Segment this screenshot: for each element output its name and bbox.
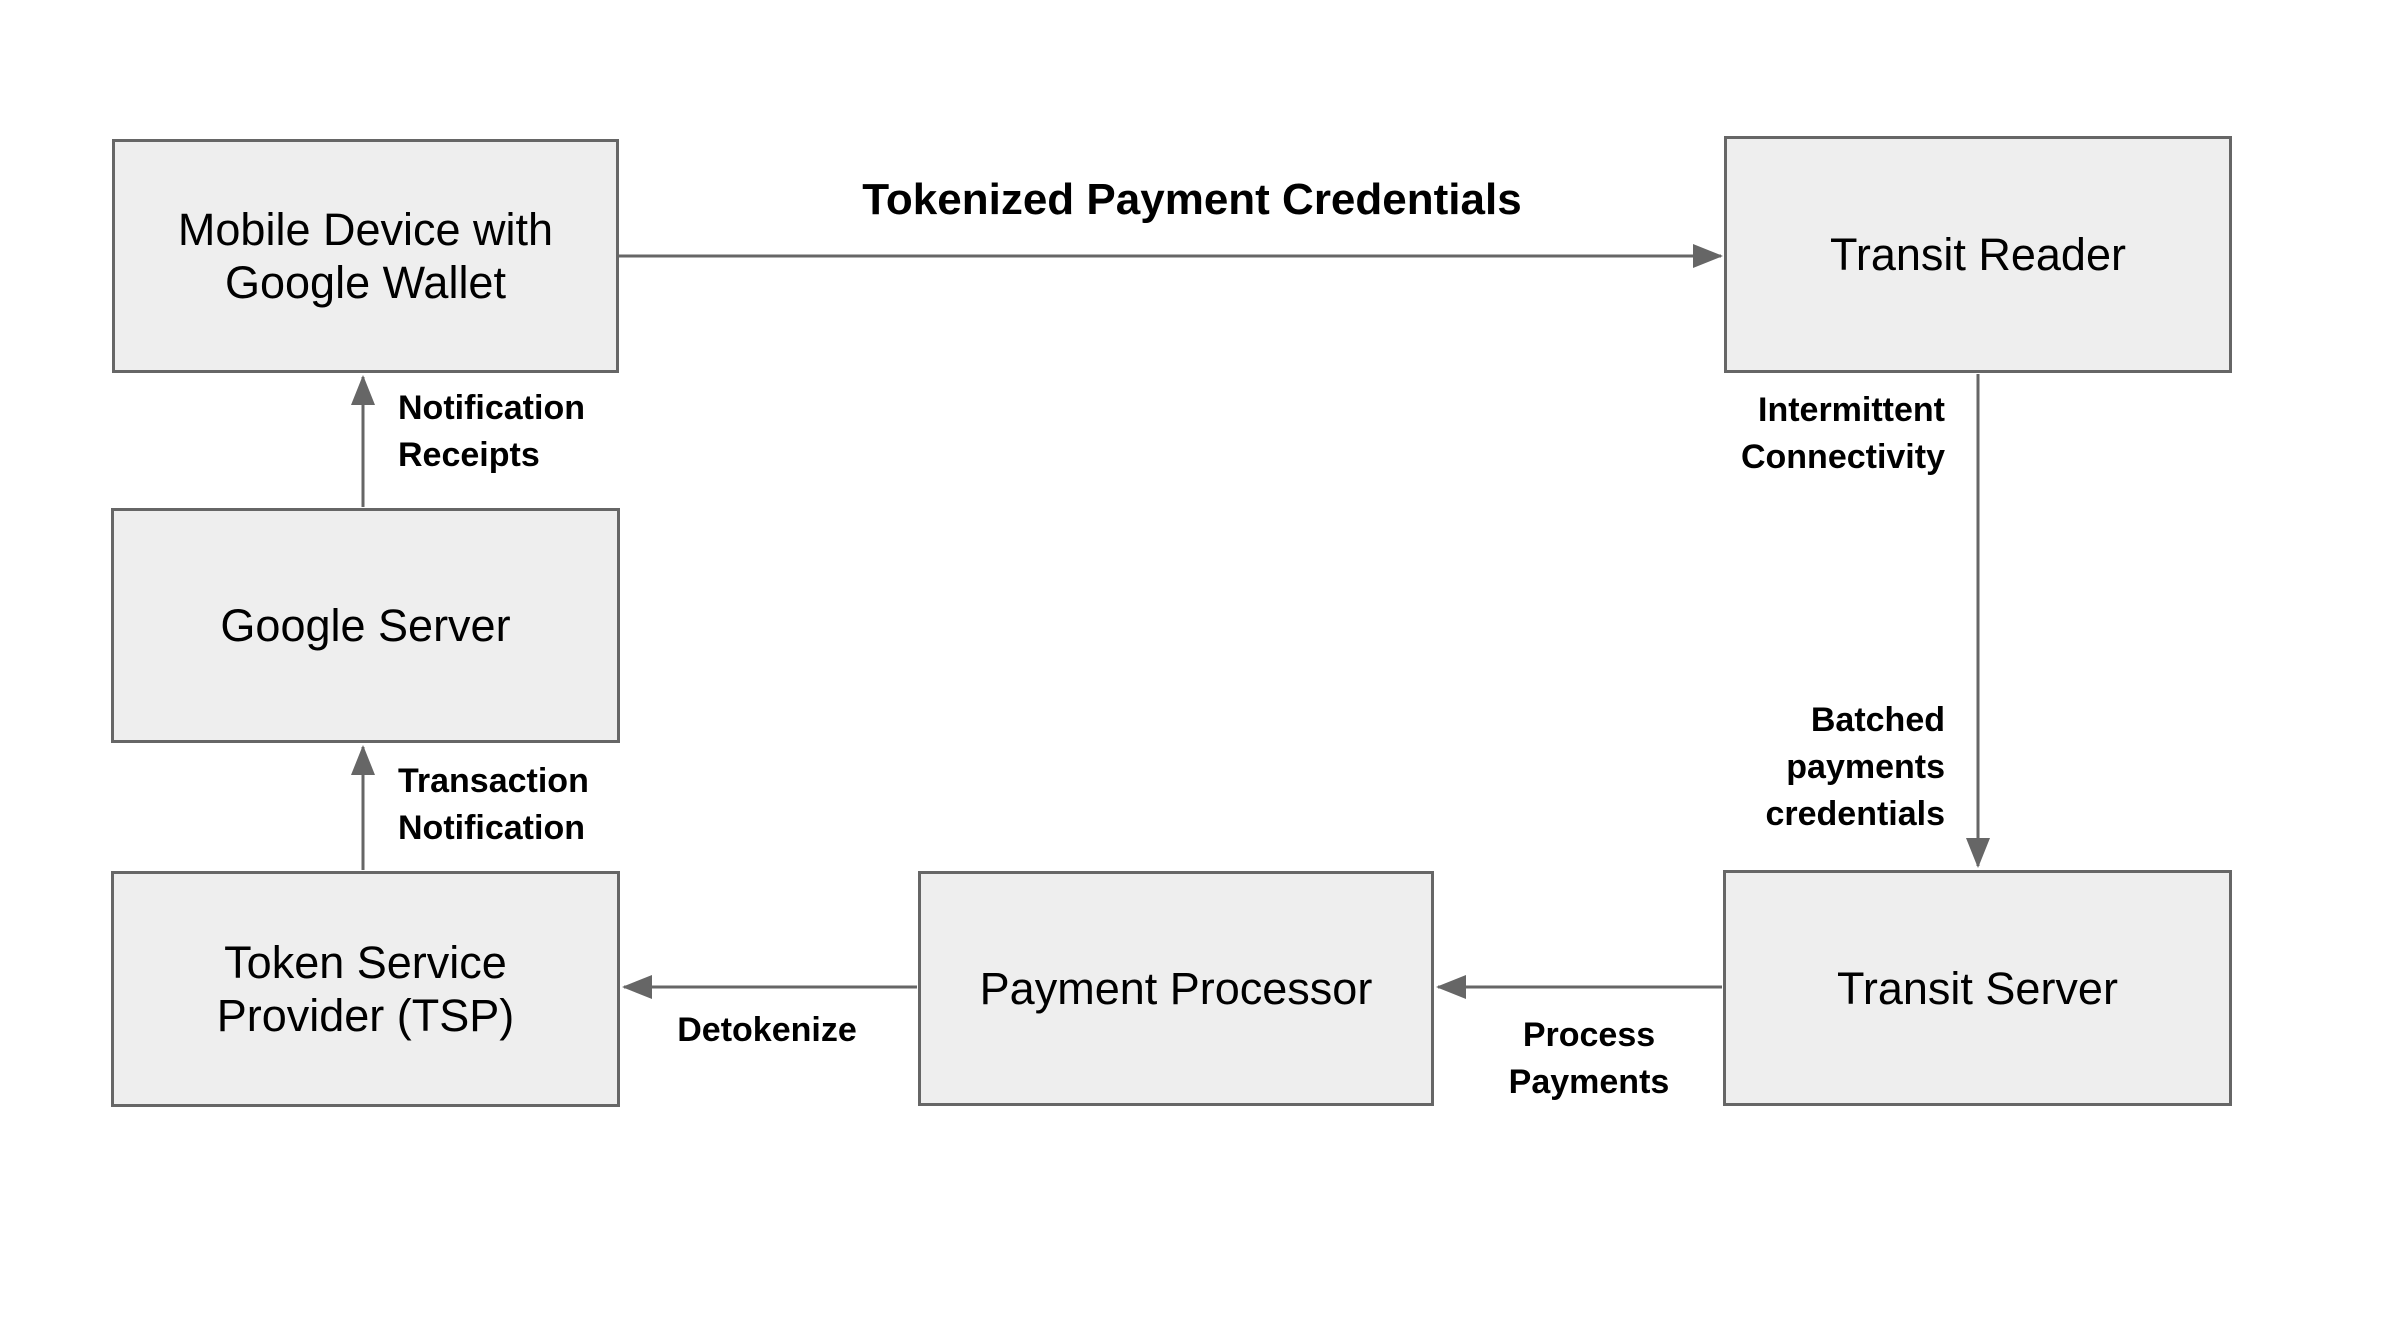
edge-label-line: Notification: [398, 809, 585, 847]
node-label-line: Google Wallet: [225, 257, 506, 308]
edge-label-line: Batched: [1810, 701, 1945, 739]
node-label-line: Provider (TSP): [216, 990, 515, 1041]
edge-label-process-payments: Process Payments: [1489, 1012, 1689, 1106]
edge-label-line: Connectivity: [1740, 438, 1945, 476]
node-mobile-device-label: Mobile Device with Google Wallet: [178, 203, 553, 309]
edge-label-detokenize: Detokenize: [642, 1007, 892, 1054]
edge-label-line: Transaction: [398, 762, 589, 800]
node-payment-processor: Payment Processor: [918, 871, 1434, 1106]
node-label-line: Google Server: [220, 600, 511, 651]
node-transit-server: Transit Server: [1723, 870, 2232, 1106]
edge-label-line: credentials: [1765, 795, 1945, 833]
node-label-line: Mobile Device with: [177, 204, 554, 255]
node-mobile-device: Mobile Device with Google Wallet: [112, 139, 619, 373]
edge-label-batched-payments-credentials: Batched payments credentials: [1645, 697, 1945, 838]
node-payment-processor-label: Payment Processor: [980, 962, 1373, 1015]
edge-label-line: Receipts: [398, 436, 540, 474]
edge-label-tokenized-payment-credentials: Tokenized Payment Credentials: [832, 175, 1552, 225]
edge-label-line: Notification: [398, 389, 585, 427]
edge-label-intermittent-connectivity: Intermittent Connectivity: [1645, 387, 1945, 481]
edge-label-line: payments: [1786, 748, 1945, 786]
node-google-server: Google Server: [111, 508, 620, 743]
node-label-line: Payment Processor: [979, 963, 1373, 1014]
node-transit-reader: Transit Reader: [1724, 136, 2232, 373]
edge-label-line: Payments: [1508, 1063, 1670, 1101]
edge-label-line: Process: [1522, 1016, 1656, 1054]
node-label-line: Transit Server: [1837, 962, 2118, 1014]
node-label-line: Token Service: [224, 937, 507, 988]
node-transit-reader-label: Transit Reader: [1830, 228, 2126, 281]
node-label-line: Transit Reader: [1830, 229, 2126, 280]
node-token-service-provider: Token Service Provider (TSP): [111, 871, 620, 1107]
edge-label-line: Tokenized Payment Credentials: [862, 175, 1522, 224]
edge-label-transaction-notification: Transaction Notification: [398, 758, 718, 852]
node-token-service-provider-label: Token Service Provider (TSP): [217, 936, 515, 1042]
edge-label-line: Detokenize: [677, 1011, 857, 1049]
edge-label-notification-receipts: Notification Receipts: [398, 385, 718, 479]
edge-label-line: Intermittent: [1758, 391, 1945, 429]
node-google-server-label: Google Server: [220, 599, 510, 652]
node-transit-server-label: Transit Server: [1837, 962, 2118, 1015]
